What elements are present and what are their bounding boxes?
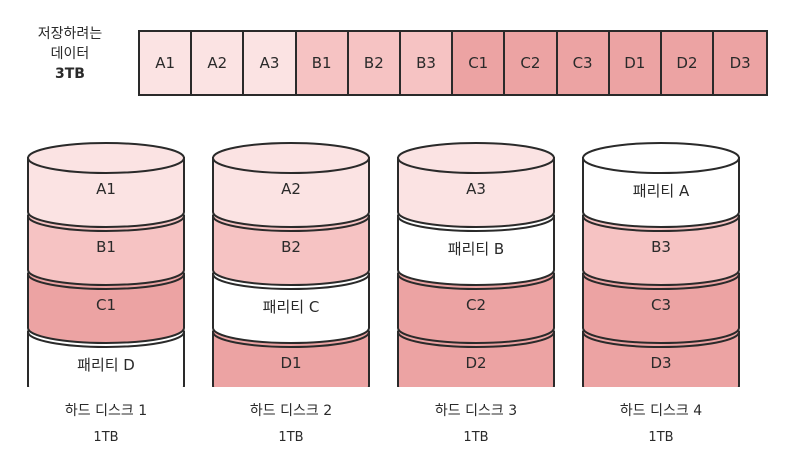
disk-segment-label: C3 — [650, 296, 672, 314]
disk-segment-body — [582, 215, 740, 286]
disk-size-3: 1TB — [463, 430, 489, 445]
disk-segment-body — [212, 273, 370, 344]
disk-segment-label: B1 — [96, 238, 116, 256]
disk-segment-top — [212, 142, 370, 174]
disk-segment-label: 패리티 D — [77, 356, 135, 374]
disk-segment-body — [397, 215, 555, 286]
disk-name-1: 하드 디스크 1 — [64, 403, 148, 419]
data-label-line1: 저장하려는 — [37, 26, 103, 42]
data-block: A1 — [140, 32, 193, 94]
data-block-row: A1 A2 A3 B1 B2 B3 C1 C2 C3 D1 D2 D3 — [138, 30, 769, 96]
disk-cylinder — [27, 142, 185, 387]
disk-segment-body — [212, 157, 370, 228]
disk-segment-body — [212, 215, 370, 286]
disk-segment-label: C1 — [95, 296, 117, 314]
disk-segment-body — [397, 273, 555, 344]
disk-segment-body — [27, 157, 185, 228]
data-label-line2: 데이터 — [50, 46, 90, 62]
disk-segment-label: A1 — [96, 180, 116, 198]
data-block: B3 — [400, 32, 454, 94]
disk-segment-label: D2 — [465, 354, 487, 372]
disk-segment-top — [582, 142, 740, 174]
data-block: B2 — [348, 32, 401, 94]
data-block: C1 — [453, 32, 506, 94]
disk-segment-label: 패리티 B — [447, 240, 505, 258]
disk-cylinder — [212, 142, 370, 387]
data-block: D1 — [609, 32, 662, 94]
disk-segment-label: C2 — [465, 296, 487, 314]
disk-segment-body — [27, 273, 185, 344]
disk-name-2: 하드 디스크 2 — [249, 403, 333, 419]
disk-segment-body — [397, 157, 555, 228]
disk-size-1: 1TB — [93, 430, 119, 445]
data-block: A3 — [244, 32, 297, 94]
data-label: 저장하려는 데이터 3TB — [18, 24, 122, 84]
data-block: C3 — [557, 32, 610, 94]
disk-segment-top — [27, 142, 185, 174]
data-block: C2 — [505, 32, 558, 94]
disk-cylinder — [397, 142, 555, 387]
data-block: D3 — [714, 32, 767, 94]
disk-segment-label: 패리티 A — [632, 182, 690, 200]
data-block: D2 — [661, 32, 715, 94]
disk-segment-label: 패리티 C — [262, 298, 320, 316]
disk-segment-label: B3 — [651, 238, 671, 256]
disk-size-2: 1TB — [278, 430, 304, 445]
disk-name-3: 하드 디스크 3 — [434, 403, 518, 419]
disk-name-4: 하드 디스크 4 — [619, 403, 703, 419]
disk-segment-label: A3 — [466, 180, 486, 198]
data-label-size: 3TB — [55, 66, 85, 82]
disk-size-4: 1TB — [648, 430, 674, 445]
disk-segment-body — [582, 157, 740, 228]
disk-cylinder — [582, 142, 740, 387]
data-block: B1 — [296, 32, 349, 94]
data-block: A2 — [192, 32, 245, 94]
disk-segment-label: D1 — [280, 354, 302, 372]
disk-segment-label: D3 — [650, 354, 672, 372]
disk-segment-top — [397, 142, 555, 174]
disk-segment-body — [582, 273, 740, 344]
disk-segment-body — [27, 215, 185, 286]
disk-segment-label: A2 — [281, 180, 301, 198]
disk-segment-label: B2 — [281, 238, 301, 256]
